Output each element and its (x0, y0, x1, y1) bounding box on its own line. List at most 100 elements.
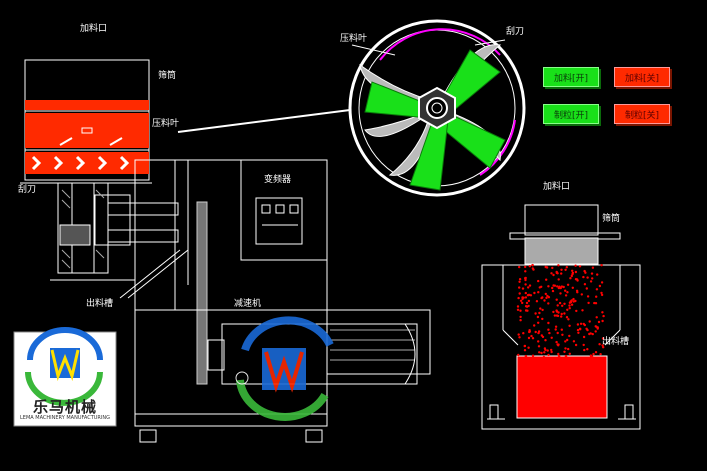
granule (541, 308, 544, 312)
granule (543, 351, 546, 354)
granule (518, 280, 521, 283)
press-blades (364, 49, 506, 191)
granule (547, 328, 550, 331)
motor-body (221, 323, 418, 385)
granule (516, 305, 520, 308)
granule (531, 354, 535, 357)
granule (588, 332, 591, 336)
granule (564, 289, 567, 292)
granule (554, 328, 557, 331)
granule (571, 272, 574, 276)
feed-off-button[interactable]: 加料[关] (614, 67, 670, 87)
granule (564, 294, 568, 297)
granule (523, 344, 526, 348)
granule (582, 335, 586, 339)
right-discharge-bin (516, 355, 608, 419)
granule (518, 265, 521, 269)
granule (544, 292, 547, 296)
label-discharge-left: 出料槽 (86, 299, 114, 309)
left-hopper-red-band-1 (25, 100, 149, 110)
granule (594, 330, 597, 333)
granule (563, 312, 566, 315)
granule (587, 301, 590, 305)
granule (537, 345, 541, 348)
granule (530, 334, 533, 338)
granule (527, 299, 531, 303)
granule (517, 296, 520, 300)
granule (591, 266, 595, 269)
granule (574, 343, 578, 347)
granule (602, 346, 605, 349)
granule (557, 311, 560, 314)
granule (558, 301, 562, 305)
granule (556, 285, 559, 288)
rotor-zoom (348, 19, 526, 197)
granule (567, 347, 570, 351)
granule (595, 295, 598, 298)
granule (563, 302, 566, 305)
granule (527, 336, 531, 340)
granule (538, 311, 541, 315)
granule (594, 351, 598, 354)
granule (533, 291, 536, 295)
granule (600, 281, 604, 284)
granule (601, 319, 604, 323)
granule (560, 268, 563, 271)
granule (589, 354, 593, 357)
granule (574, 278, 578, 281)
granule (585, 287, 588, 290)
granule (545, 266, 549, 269)
granule (531, 264, 534, 267)
granule (595, 316, 598, 319)
granule (585, 327, 588, 330)
granule (601, 344, 604, 347)
granule (553, 314, 557, 317)
left-bearing-hatch (61, 189, 105, 269)
granule (547, 353, 550, 357)
granule (568, 307, 571, 310)
granule (519, 299, 523, 302)
left-hopper-red-band-3 (25, 152, 149, 174)
granule (567, 318, 570, 321)
label-inverter: 变频器 (264, 175, 292, 185)
granule (518, 336, 521, 339)
granule (600, 264, 603, 267)
granule (557, 354, 561, 358)
granule (552, 310, 555, 314)
granule (574, 264, 577, 267)
granule (580, 293, 583, 296)
left-press-blade-marks (59, 127, 123, 146)
label-scraper-left: 刮刀 (18, 185, 37, 195)
granule (557, 352, 560, 356)
granule (566, 283, 570, 286)
granule (537, 321, 540, 324)
granule (548, 331, 551, 335)
granule (522, 332, 525, 335)
granule (594, 325, 597, 328)
granule (525, 301, 529, 305)
granule (524, 296, 528, 299)
left-frame (134, 159, 328, 311)
label-reducer: 减速机 (234, 299, 262, 309)
granule (576, 291, 579, 294)
granule (582, 343, 585, 347)
granule (519, 315, 522, 319)
granule (576, 279, 579, 282)
granulate-off-button[interactable]: 制粒[关] (614, 104, 670, 124)
feed-on-button[interactable]: 加料[开] (543, 67, 599, 87)
granule (524, 278, 527, 282)
granule (586, 276, 589, 279)
granule (557, 264, 560, 267)
granule (588, 320, 591, 323)
granule (560, 312, 563, 316)
granule (568, 334, 571, 338)
granule (564, 354, 568, 358)
granule (568, 324, 571, 327)
granule (518, 292, 521, 295)
granule (594, 302, 598, 305)
granule (528, 265, 531, 268)
granule (581, 309, 584, 312)
granule (544, 339, 547, 342)
granule (517, 333, 520, 336)
granulate-on-button[interactable]: 制粒[开] (543, 104, 599, 124)
